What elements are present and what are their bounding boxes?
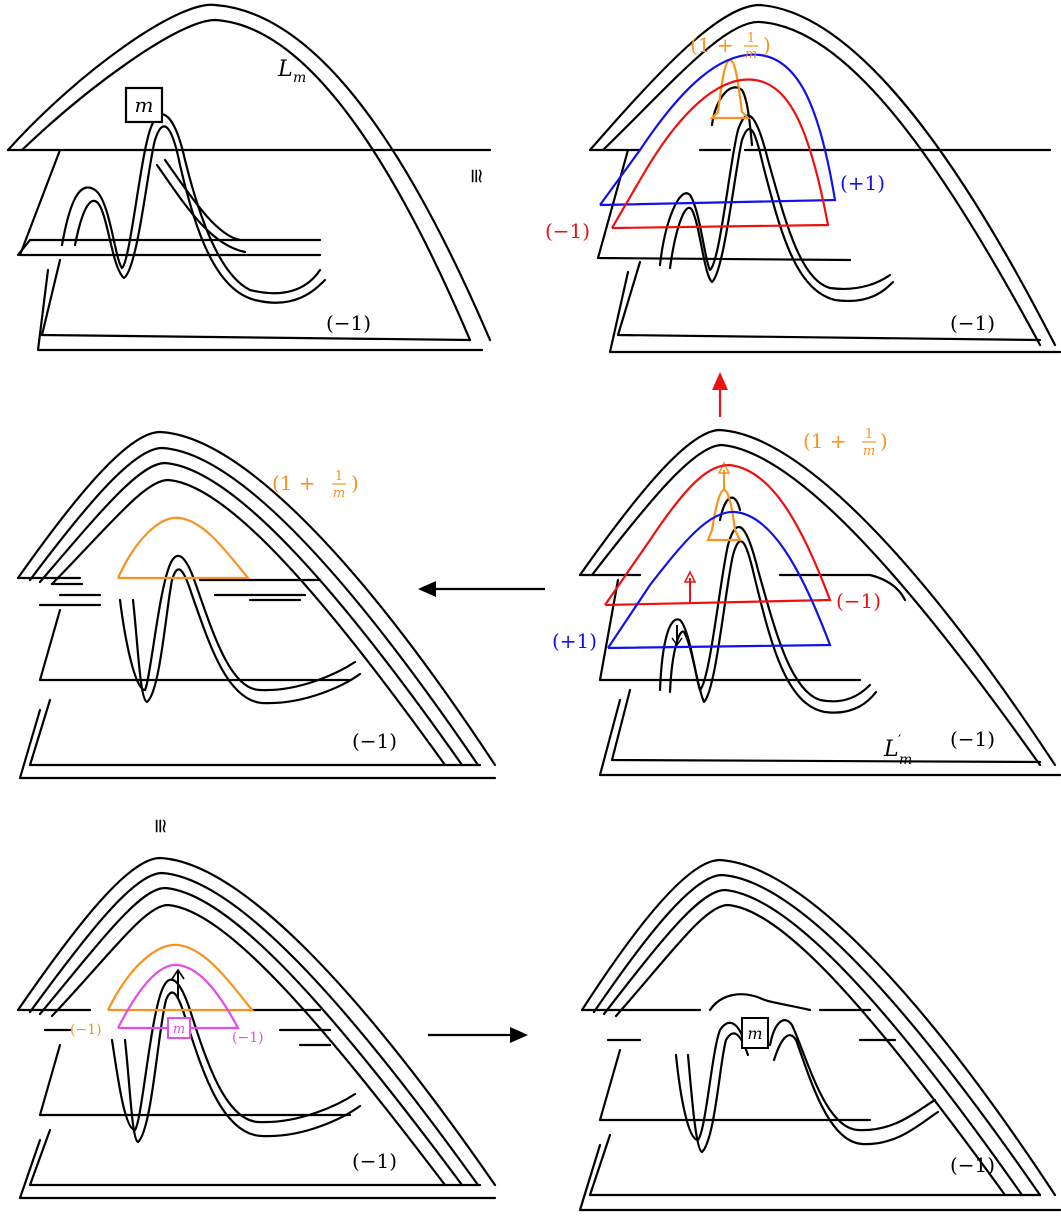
panel-middle-left: (1 + 1 m ) (−1) bbox=[16, 430, 497, 780]
m-box-bottom-right-label: m bbox=[747, 1024, 762, 1043]
label-minus-one-red-p2: (−1) bbox=[545, 219, 590, 243]
label-L-m: L bbox=[277, 57, 293, 82]
label-minus-one-orange-p5: (−1) bbox=[70, 1022, 102, 1038]
label-L-m-prime: L bbox=[883, 737, 899, 762]
label-minus-one-p1: (−1) bbox=[326, 311, 371, 335]
label-plus-one-p3: (+1) bbox=[552, 629, 597, 653]
label-minus-one-magenta-p5: (−1) bbox=[232, 1030, 264, 1046]
label-close-paren-p3: ) bbox=[880, 429, 888, 453]
right-arrow-bottom bbox=[428, 1027, 528, 1043]
label-frac-den-p3: m bbox=[863, 444, 875, 459]
panel-top-right: (1 + 1 m ) (+1) (−1) (−1) bbox=[545, 3, 1061, 354]
red-up-arrow bbox=[712, 372, 728, 417]
label-frac-num-p4: 1 bbox=[335, 469, 343, 484]
label-minus-one-p2: (−1) bbox=[950, 311, 995, 335]
cong-symbol-top: ≅ bbox=[465, 168, 489, 185]
cong-symbol-left: ≅ bbox=[149, 818, 173, 835]
label-one-plus-inv-m-p2: (1 + bbox=[690, 33, 734, 57]
label-close-paren-p2: ) bbox=[763, 33, 771, 57]
label-minus-one-p6: (−1) bbox=[950, 1153, 995, 1177]
label-frac-num-p3: 1 bbox=[865, 427, 873, 442]
label-L-m-subscript: m bbox=[293, 70, 306, 86]
label-minus-one-red-p3: (−1) bbox=[836, 589, 881, 613]
panel-top-left: m L m (−1) bbox=[6, 3, 492, 352]
m-box-bottom-left-label: m bbox=[173, 1022, 185, 1037]
m-box-label: m bbox=[135, 93, 154, 117]
m-box-top-left bbox=[124, 86, 164, 124]
label-one-plus-inv-m-p3: (1 + bbox=[803, 429, 847, 453]
panel-middle-right: (1 + 1 m ) (−1) (+1) (−1) bbox=[552, 427, 1061, 777]
m-box-bottom-left bbox=[167, 1017, 191, 1039]
panel-bottom-right: m L ′ m (−1) bbox=[578, 733, 1061, 1212]
label-one-plus-inv-m-p4: (1 + bbox=[272, 471, 316, 495]
m-box-bottom-right bbox=[741, 1017, 769, 1049]
label-minus-one-p5: (−1) bbox=[352, 1149, 397, 1173]
label-L-m-prime-sub: m bbox=[899, 752, 912, 768]
label-frac-den-p4: m bbox=[333, 486, 345, 501]
panel-bottom-left: m (−1) (−1) (−1) bbox=[16, 856, 497, 1200]
label-L-m-prime-sup: ′ bbox=[898, 733, 901, 749]
label-plus-one-p2: (+1) bbox=[840, 171, 885, 195]
label-close-paren-p4: ) bbox=[351, 471, 359, 495]
label-minus-one-p4: (−1) bbox=[352, 729, 397, 753]
label-minus-one-p3: (−1) bbox=[950, 727, 995, 751]
left-arrow-middle bbox=[418, 581, 545, 597]
label-frac-den-p2: m bbox=[745, 47, 757, 62]
label-frac-num-p2: 1 bbox=[747, 31, 755, 46]
